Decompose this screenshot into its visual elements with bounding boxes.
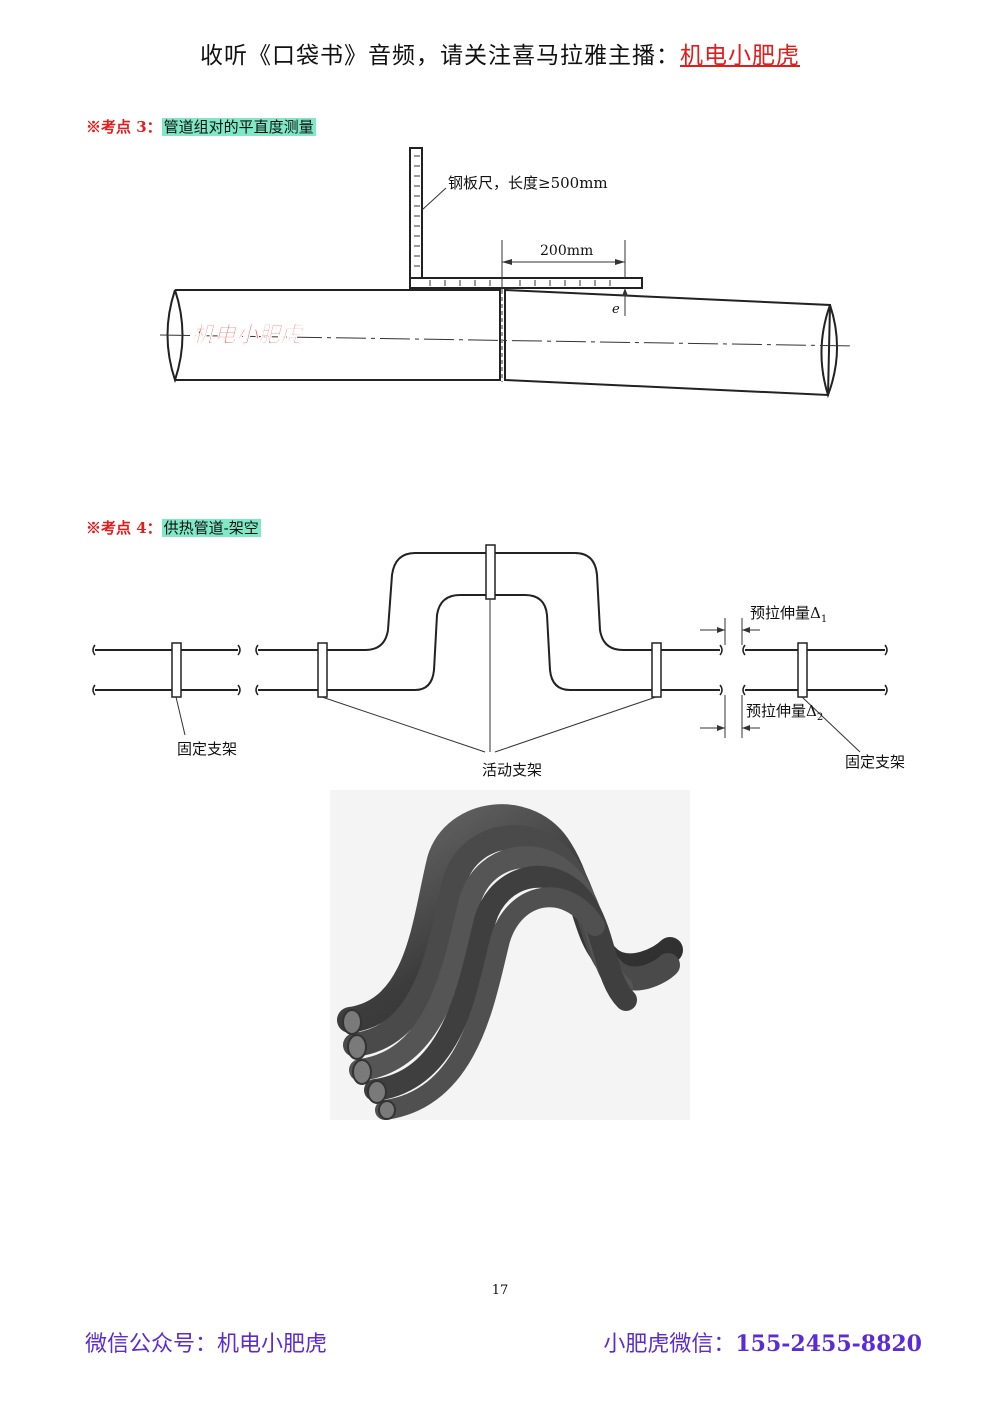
ruler-horizontal	[409, 277, 643, 289]
prestretch-1-label: 预拉伸量Δ1	[750, 604, 827, 625]
bent-pipes-photo	[330, 790, 690, 1120]
diagram-watermark: 机电小肥虎	[192, 322, 305, 348]
header-prefix: 收听《口袋书》音频，请关注喜马拉雅主播：	[200, 43, 680, 69]
sliding-support-1	[317, 642, 328, 698]
break-marks	[92, 644, 888, 696]
right-pipe-outline	[504, 288, 832, 397]
footer-wechat-account: 微信公众号：机电小肥虎	[85, 1332, 328, 1357]
fixed-support-right	[797, 642, 808, 698]
ruler-ticks	[414, 155, 611, 286]
right-pipe-end	[820, 304, 838, 399]
section-4-heading: ※考点 4：供热管道-架空	[86, 517, 261, 538]
fixed-support-left-label: 固定支架	[177, 740, 237, 758]
pipe-centerline	[159, 334, 856, 347]
section-4-mark: ※考点 4：	[86, 519, 162, 537]
ruler-label-leader	[421, 187, 447, 211]
left-pipe-end	[166, 289, 184, 384]
ruler-vertical	[409, 147, 423, 289]
footer-phone: 155-2455-8820	[735, 1331, 922, 1357]
page-header: 收听《口袋书》音频，请关注喜马拉雅主播：机电小肥虎	[0, 36, 1000, 70]
left-pipe-outline	[175, 289, 501, 381]
gap-label: e	[612, 302, 620, 317]
section-4-title: 供热管道-架空	[161, 519, 261, 537]
pipe-ends	[342, 1009, 396, 1120]
fixed-support-right-label: 固定支架	[845, 753, 905, 771]
sliding-support-label: 活动支架	[482, 761, 542, 779]
section-3-mark: ※考点 3：	[86, 118, 162, 136]
section-3-heading: ※考点 3：管道组对的平直度测量	[86, 116, 316, 137]
ruler-label: 钢板尺，长度≥500mm	[448, 174, 608, 192]
pipe-alignment-diagram: 钢板尺，长度≥500mm 200mm e 机电小肥虎	[159, 147, 856, 399]
sliding-support-3	[651, 642, 662, 698]
fixed-support-left	[171, 642, 182, 698]
section-3-title: 管道组对的平直度测量	[161, 118, 316, 136]
expansion-loop-diagram: 预拉伸量Δ1 预拉伸量Δ2 固定支架 活动支架 固定支架	[92, 544, 905, 779]
sliding-support-2	[485, 544, 496, 600]
prestretch-2-label: 预拉伸量Δ2	[746, 702, 823, 723]
footer-contact: 小肥虎微信：155-2455-8820	[603, 1326, 922, 1358]
footer-contact-label: 小肥虎微信：	[603, 1332, 736, 1357]
dimension-label: 200mm	[540, 243, 593, 259]
header-brand-link[interactable]: 机电小肥虎	[680, 43, 800, 69]
pipe-bundle	[337, 804, 683, 1120]
page-number: 17	[491, 1283, 509, 1298]
